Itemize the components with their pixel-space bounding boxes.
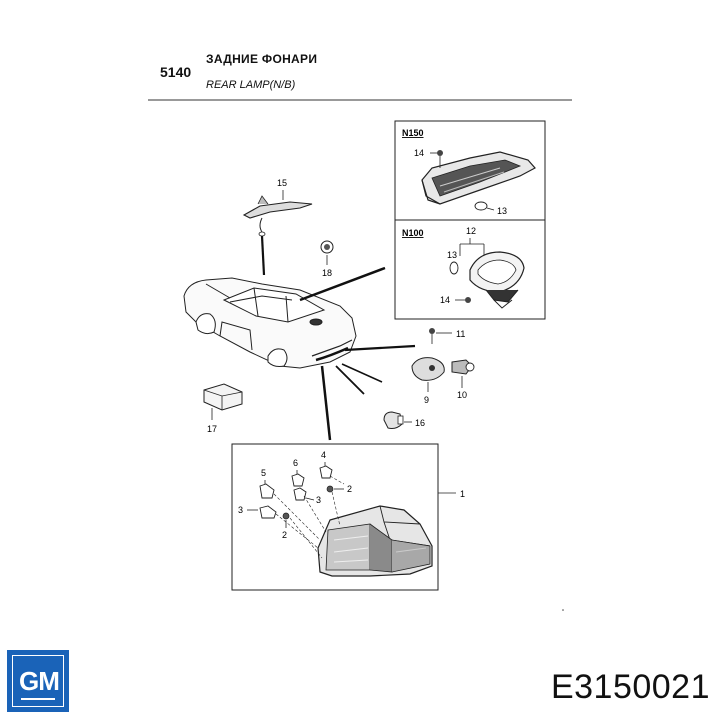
title-russian: ЗАДНИЕ ФОНАРИ <box>206 52 318 66</box>
title-english: REAR LAMP(N/B) <box>206 79 296 91</box>
callout-5: 5 <box>261 468 266 478</box>
gm-logo-text: GM <box>19 666 60 696</box>
leader-to-inset-top <box>299 266 386 302</box>
callout-4: 4 <box>321 450 326 460</box>
sedan-car <box>183 277 357 369</box>
callout-16: 16 <box>415 418 425 428</box>
callout-13a: 13 <box>497 206 507 216</box>
callout-1: 1 <box>460 489 465 499</box>
callout-9: 9 <box>424 395 429 405</box>
rear-lamp-assembly-1: 1 4 6 3 5 3 2 <box>231 443 465 591</box>
inset-n100: N100 12 13 14 <box>394 219 546 320</box>
callout-15: 15 <box>277 178 287 188</box>
leader-to-assembly-a <box>320 365 332 441</box>
high-mount-lamp-15: 15 <box>242 178 313 276</box>
inset-n100-label: N100 <box>402 228 424 238</box>
inset-n150-label: N150 <box>402 128 424 138</box>
grommet-18: 18 <box>320 240 334 278</box>
license-lamp-parts: 11 9 10 <box>411 328 475 405</box>
leader-to-socket <box>341 363 383 383</box>
callout-11: 11 <box>456 329 465 339</box>
part-code: E3150021 <box>550 668 710 706</box>
socket-16: 16 <box>383 411 425 429</box>
leader-to-assembly-b <box>335 365 365 395</box>
gm-logo: GM <box>7 650 69 712</box>
callout-14b: 14 <box>440 295 450 305</box>
callout-10: 10 <box>457 390 467 400</box>
callout-2a: 2 <box>347 484 352 494</box>
callout-2b: 2 <box>282 530 287 540</box>
callout-12: 12 <box>466 226 476 236</box>
section-number: 5140 <box>160 64 192 80</box>
callout-13b: 13 <box>447 250 457 260</box>
callout-3b: 3 <box>238 505 243 515</box>
callout-18: 18 <box>322 268 332 278</box>
inset-n150: N150 14 13 <box>394 120 546 221</box>
module-17: 17 <box>203 383 243 434</box>
callout-17: 17 <box>207 424 217 434</box>
callout-14a: 14 <box>414 148 424 158</box>
leader-to-light <box>344 344 416 352</box>
callout-3a: 3 <box>316 495 321 505</box>
callout-6: 6 <box>293 458 298 468</box>
